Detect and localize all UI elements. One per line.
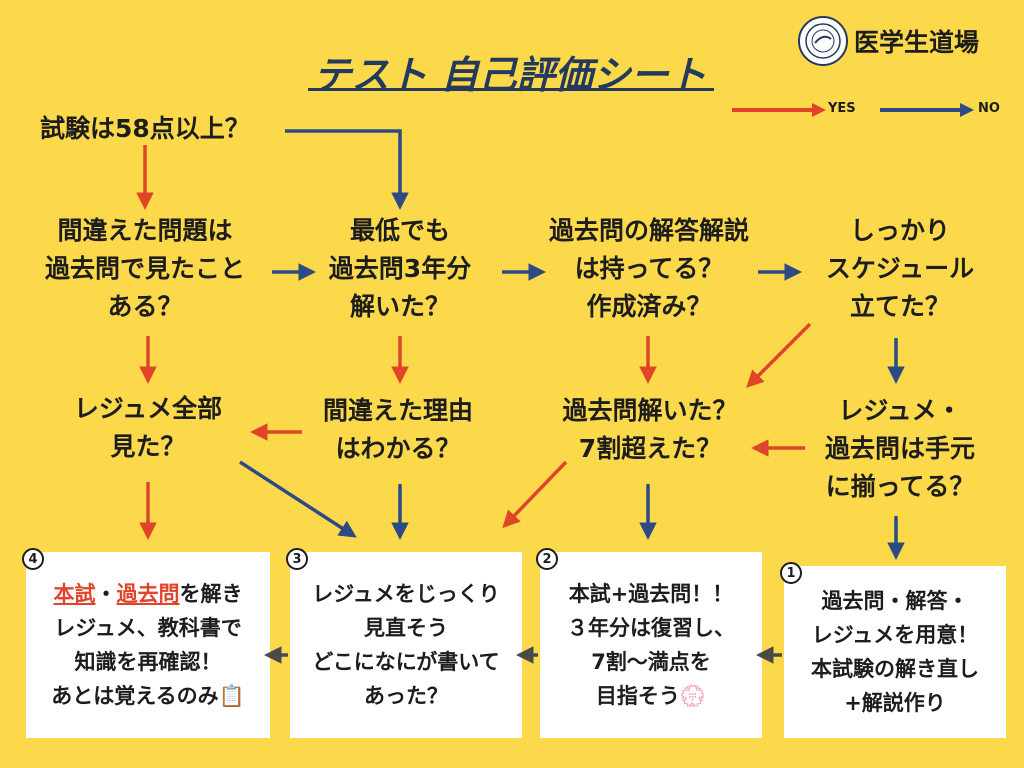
node-answers-question: 過去問の解答解説 は持ってる？ 作成済み？ xyxy=(524,212,774,326)
node-resume-question: レジュメ全部 見た？ xyxy=(48,390,248,466)
result-number-4: 4 xyxy=(22,548,44,570)
result-number-3: 3 xyxy=(286,548,308,570)
node-line: 過去問で見たこと xyxy=(44,254,245,283)
node-line: 最低でも xyxy=(349,216,450,245)
node-line: 過去問の解答解説 xyxy=(548,216,749,245)
arrow-no xyxy=(239,460,357,538)
node-reason-question: 間違えた理由 はわかる？ xyxy=(298,392,498,468)
node-line: 立てた？ xyxy=(849,292,950,321)
box-line: +解説作り xyxy=(844,691,946,715)
result-number-1: 1 xyxy=(780,562,802,584)
box-line: 見直そう xyxy=(364,616,448,640)
box-line: 7割〜満点を xyxy=(591,650,711,674)
node-line: 間違えた問題は xyxy=(57,216,233,245)
node-line: レジュメ・ xyxy=(838,396,962,425)
brand-logo xyxy=(798,16,848,66)
box-line: レジュメ、教科書で xyxy=(54,616,242,640)
box-line: ３年分は復習し、 xyxy=(567,616,735,640)
legend-yes-arrow xyxy=(732,103,826,117)
result-box-3: レジュメをじっくり 見直そう どこになにが書いて あった？ xyxy=(290,552,522,738)
node-line: レジュメ全部 xyxy=(73,394,223,423)
node-line: しっかり xyxy=(849,216,950,245)
node-line: は持ってる？ xyxy=(574,254,724,283)
node-line: 見た？ xyxy=(110,432,186,461)
box-line: 知識を再確認！ xyxy=(74,650,222,674)
node-min3years-question: 最低でも 過去問3年分 解いた？ xyxy=(300,212,500,326)
box-line: あとは覚えるのみ📋 xyxy=(51,684,245,708)
box-line: 本試・過去問を解き xyxy=(26,577,270,611)
box-line: どこになにが書いて xyxy=(312,650,500,674)
node-line: 解いた？ xyxy=(349,292,450,321)
node-line: 7割超えた？ xyxy=(578,434,722,463)
brand: 医学生道場 xyxy=(798,16,979,66)
node-schedule-question: しっかり スケジュール 立てた？ xyxy=(800,212,1000,326)
node-ready-question: レジュメ・ 過去問は手元 に揃ってる？ xyxy=(800,392,1000,506)
node-line: 過去問は手元 xyxy=(824,434,975,463)
highlight-text: 本試 xyxy=(53,582,96,606)
legend-no-arrow xyxy=(880,103,974,117)
box-line: あった？ xyxy=(364,684,448,708)
node-mistakes-question: 間違えた問題は 過去問で見たこと ある？ xyxy=(20,212,270,326)
brand-logo-icon xyxy=(805,23,841,59)
result-box-4: 本試・過去問を解き レジュメ、教科書で 知識を再確認！ あとは覚えるのみ📋 xyxy=(26,552,270,738)
box-text: を解き xyxy=(179,582,243,606)
result-box-1: 過去問・解答・ レジュメを用意！ 本試験の解き直し +解説作り xyxy=(784,566,1006,738)
box-line: 本試験の解き直し xyxy=(811,657,979,681)
box-line: 目指そう💮 xyxy=(595,684,707,708)
brand-name: 医学生道場 xyxy=(854,28,980,57)
node-line: 過去問3年分 xyxy=(328,254,472,283)
node-score-question: 試験は58点以上？ xyxy=(40,114,250,143)
box-line: 過去問・解答・ xyxy=(821,589,969,613)
node-solved-question: 過去問解いた？ 7割超えた？ xyxy=(540,392,760,468)
node-line: 間違えた理由 xyxy=(322,396,473,425)
arrow-yes xyxy=(502,460,568,529)
box-line: レジュメをじっくり xyxy=(312,582,500,606)
legend-no-label: NO xyxy=(978,101,1000,116)
legend-yes-label: YES xyxy=(828,101,856,116)
node-line: 作成済み？ xyxy=(586,292,712,321)
separator-text: ・ xyxy=(95,582,117,606)
arrow-yes xyxy=(746,322,812,388)
title-underline xyxy=(308,88,714,91)
arrow-no xyxy=(285,129,409,210)
node-line: 過去問解いた？ xyxy=(562,396,738,425)
result-number-2: 2 xyxy=(536,548,558,570)
box-line: レジュメを用意！ xyxy=(811,623,979,647)
result-box-2: 本試+過去問！！ ３年分は復習し、 7割〜満点を 目指そう💮 xyxy=(540,552,762,738)
node-line: はわかる？ xyxy=(335,434,461,463)
box-line: 本試+過去問！！ xyxy=(568,582,734,606)
node-line: に揃ってる？ xyxy=(825,472,975,501)
highlight-text: 過去問 xyxy=(116,582,180,606)
node-line: ある？ xyxy=(107,292,183,321)
node-line: スケジュール xyxy=(825,254,975,283)
